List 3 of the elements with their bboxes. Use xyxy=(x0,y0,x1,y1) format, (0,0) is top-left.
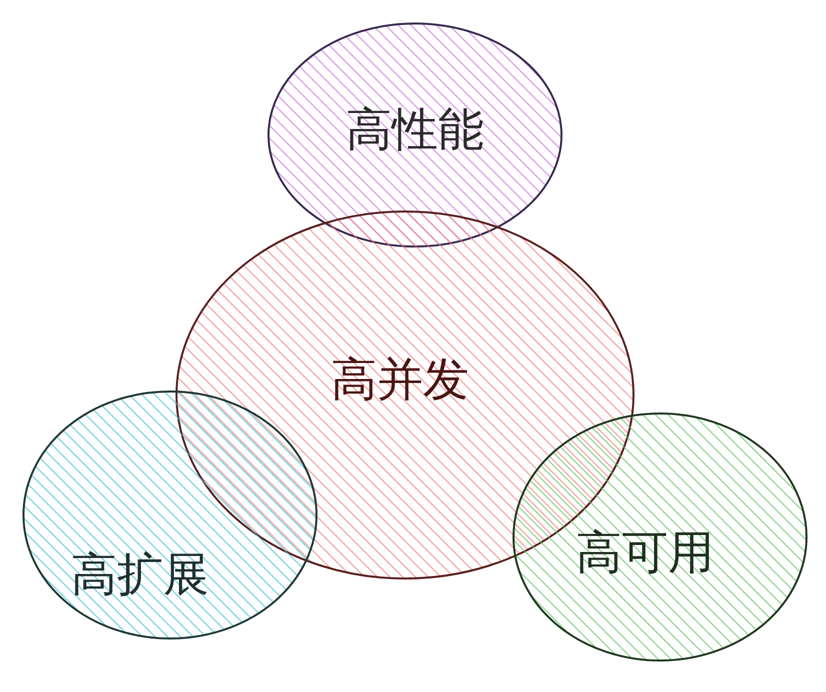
circle-label: 高并发 xyxy=(331,351,469,408)
circle-label: 高可用 xyxy=(576,524,714,581)
circle-label: 高性能 xyxy=(346,101,484,158)
